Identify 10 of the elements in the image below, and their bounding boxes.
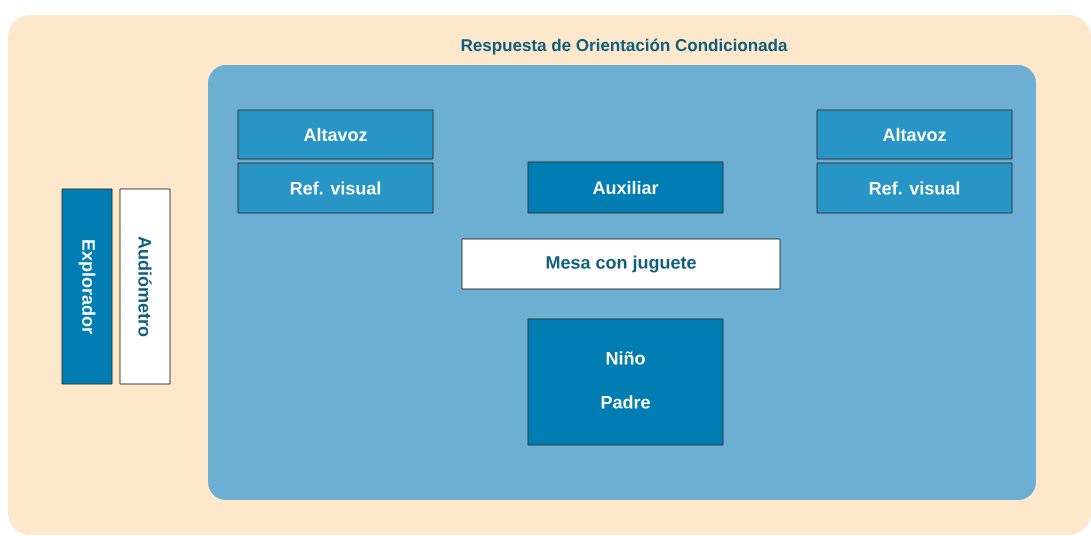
person-box: Auxiliar	[527, 161, 724, 214]
device-box: Audiómetro	[119, 188, 171, 385]
device-box: Ref. visual	[816, 162, 1013, 214]
device-box: Altavoz	[237, 109, 434, 160]
person-box: Explorador	[61, 188, 113, 385]
table-box: Mesa con juguete	[461, 238, 781, 290]
node-label: Respuesta de Orientación Condicionada	[461, 38, 788, 55]
person-box: Niño Padre	[527, 318, 724, 446]
device-box: Ref. visual	[237, 162, 434, 214]
device-box: Altavoz	[816, 109, 1013, 160]
